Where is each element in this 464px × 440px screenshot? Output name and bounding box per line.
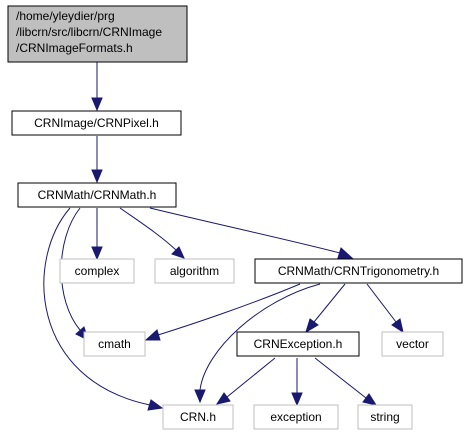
node-label: algorithm — [170, 264, 219, 278]
node-label: cmath — [98, 337, 131, 351]
edge-trig-to-cmath — [144, 283, 301, 341]
node-crnimageformats-h[interactable]: /home/yleydier/prg /libcrn/src/libcrn/CR… — [7, 5, 188, 63]
edge-exception-h-to-string — [314, 357, 378, 406]
node-label: complex — [75, 264, 120, 278]
edge-exception-h-to-crn — [215, 357, 276, 405]
edge-pixel-to-math — [91, 136, 103, 184]
edge-math-to-crn — [43, 207, 164, 411]
node-crnmath-h[interactable]: CRNMath/CRNMath.h — [17, 182, 177, 208]
node-label: CRNMath/CRNMath.h — [38, 188, 157, 202]
node-label: CRN.h — [180, 410, 216, 424]
edge-trig-to-crn — [194, 283, 321, 404]
node-label: string — [370, 410, 399, 424]
node-exception[interactable]: exception — [253, 404, 339, 430]
edge-exception-h-to-exception — [291, 358, 303, 407]
node-complex[interactable]: complex — [59, 258, 135, 284]
node-label: CRNMath/CRNTrigonometry.h — [278, 264, 439, 278]
node-crnexception-h[interactable]: CRNException.h — [236, 331, 360, 357]
node-crnpixel-h[interactable]: CRNImage/CRNPixel.h — [11, 110, 182, 136]
node-label: exception — [270, 410, 321, 424]
edge-math-to-complex — [91, 208, 103, 261]
node-crn-h[interactable]: CRN.h — [162, 404, 234, 430]
edge-math-to-trig — [149, 207, 354, 259]
node-label: CRNImage/CRNPixel.h — [34, 116, 159, 130]
node-label-line-3: /CRNImageFormats.h — [16, 41, 133, 55]
edge-trig-to-exception-h — [305, 283, 346, 334]
edge-math-to-algorithm — [119, 207, 185, 259]
edge-root-to-pixel — [91, 62, 103, 112]
node-cmath[interactable]: cmath — [83, 331, 146, 357]
node-label-line-2: /libcrn/src/libcrn/CRNImage — [16, 25, 162, 39]
node-crntrigonometry-h[interactable]: CRNMath/CRNTrigonometry.h — [254, 258, 463, 284]
node-algorithm[interactable]: algorithm — [154, 258, 235, 284]
node-label: CRNException.h — [254, 337, 343, 351]
node-label-line-1: /home/yleydier/prg — [16, 9, 115, 23]
node-label: vector — [396, 337, 429, 351]
node-vector[interactable]: vector — [381, 331, 444, 357]
edge-trig-to-vector — [366, 283, 404, 334]
node-string[interactable]: string — [357, 404, 413, 430]
